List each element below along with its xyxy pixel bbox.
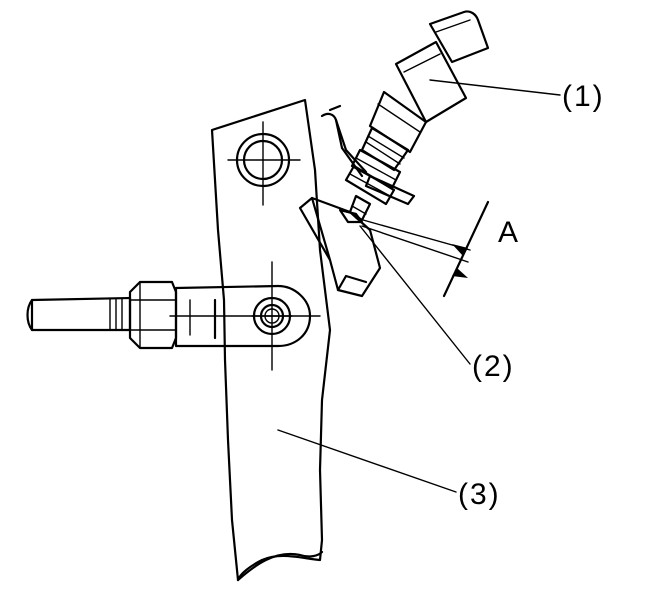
upper-pivot-hole xyxy=(227,121,301,206)
label-part-1: (1) xyxy=(562,80,605,113)
leader-line-3 xyxy=(277,429,457,493)
adjusting-bolt-switch xyxy=(344,10,490,222)
stopper-bracket xyxy=(298,104,382,298)
label-dimension-a: A xyxy=(498,216,520,249)
label-part-2: (2) xyxy=(472,350,515,383)
label-part-3: (3) xyxy=(458,478,501,511)
lever-arm xyxy=(210,98,332,582)
leader-line-2 xyxy=(359,225,471,365)
dimension-a xyxy=(355,200,490,298)
rod-end-assembly xyxy=(26,280,321,350)
leader-line-1 xyxy=(429,79,561,96)
clevis-pin xyxy=(251,261,293,371)
